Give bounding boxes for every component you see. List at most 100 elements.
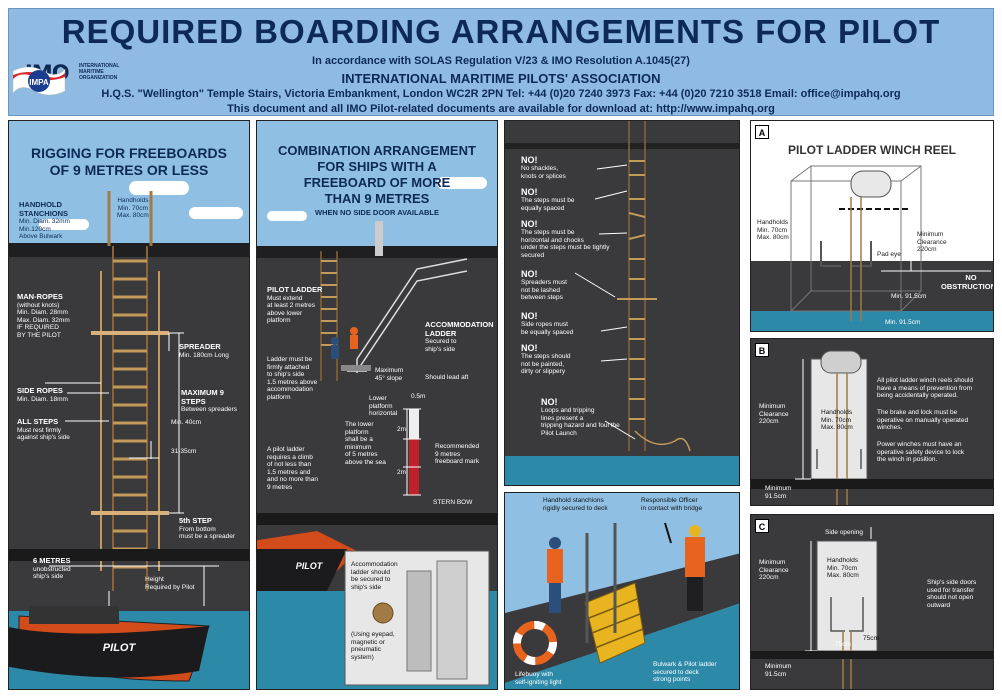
no-obstructions-label: NOOBSTRUCTIONS bbox=[941, 273, 993, 291]
d75-label-b: 75cm bbox=[835, 641, 851, 648]
panel2-title-line5: WHEN NO SIDE DOOR AVAILABLE bbox=[314, 208, 440, 217]
impa-logo-mark: IMPA bbox=[29, 78, 49, 87]
mark-0-5m: 0.5m bbox=[411, 393, 426, 400]
padeye-label: Pad eye bbox=[877, 251, 901, 258]
cloud bbox=[129, 181, 189, 195]
page-title: REQUIRED BOARDING ARRANGEMENTS FOR PILOT bbox=[61, 13, 941, 50]
cloud bbox=[437, 177, 487, 189]
winch-reel-diagram bbox=[751, 165, 993, 331]
sea-area bbox=[505, 456, 739, 485]
panel2-title-line1: COMBINATION ARRANGEMENT bbox=[278, 143, 476, 158]
header-download: This document and all IMO Pilot-related … bbox=[227, 103, 775, 115]
side-opening-label: Side opening bbox=[825, 529, 863, 536]
header-address: H.Q.S. "Wellington" Temple Stairs, Victo… bbox=[101, 88, 901, 100]
d75-label-a: 75cm bbox=[863, 635, 879, 642]
panel2-title-line2: FOR SHIPS WITH A bbox=[317, 159, 437, 174]
header-association: INTERNATIONAL MARITIME PILOTS' ASSOCIATI… bbox=[341, 71, 661, 86]
panel-b-letter: B bbox=[755, 343, 769, 357]
panel2-title-line4: THAN 9 METRES bbox=[324, 191, 430, 206]
panel-c-letter: C bbox=[755, 519, 769, 533]
side-door-diagram bbox=[751, 527, 993, 689]
header-subtitle: In accordance with SOLAS Regulation V/23… bbox=[312, 55, 690, 67]
mark-2m-lower: 2m bbox=[397, 469, 407, 476]
imo-logo-text: INTERNATIONAL MARITIME ORGANIZATION bbox=[79, 63, 120, 81]
winch-reel-b-diagram bbox=[751, 350, 993, 505]
cloud bbox=[267, 211, 307, 221]
min-91-5-label-b: Min. 91.5cm bbox=[885, 319, 921, 326]
impa-flag-logo: IMPA bbox=[12, 66, 66, 96]
panel-a-title: PILOT LADDER WINCH REEL bbox=[788, 143, 956, 157]
panel-rigging-9m: RIGGING FOR FREEBOARDS OF 9 METRES OR LE… bbox=[8, 120, 250, 690]
deck-illustration bbox=[505, 522, 739, 689]
stern-bow-label: STERN BOW bbox=[433, 499, 473, 506]
bad-ladder-diagram bbox=[574, 121, 691, 452]
cloud bbox=[189, 207, 243, 219]
panel1-title-line2: OF 9 METRES OR LESS bbox=[49, 162, 209, 178]
no-item-1: NO!No shackles,knots or splices bbox=[521, 155, 566, 180]
min-40cm-label: Min. 40cm bbox=[171, 419, 201, 426]
panel2-title-line3: FREEBOARD OF MORE bbox=[303, 175, 451, 190]
pilot-boat-name: PILOT bbox=[103, 642, 137, 654]
combination-diagram: PILOT bbox=[257, 221, 497, 686]
step-spacing-label: 31-35cm bbox=[171, 448, 197, 455]
manropes-label: MAN-ROPES(without knots) Min. Diam. 28mm… bbox=[17, 292, 70, 339]
cloud bbox=[39, 219, 89, 230]
panel1-title-line1: RIGGING FOR FREEBOARDS bbox=[30, 145, 227, 161]
panel-wrong-practices: NO!No shackles,knots or splices NO!The s… bbox=[504, 120, 740, 486]
panel-a-letter: A bbox=[755, 125, 769, 139]
bulwark-rail bbox=[9, 243, 249, 257]
min-91-5-label-a: Min. 91.5cm bbox=[891, 293, 927, 300]
pilot-boat-name: PILOT bbox=[296, 561, 324, 571]
header-banner: REQUIRED BOARDING ARRANGEMENTS FOR PILOT… bbox=[8, 8, 994, 116]
mark-2m-upper: 2m bbox=[397, 426, 407, 433]
ladder-diagram: PILOT bbox=[9, 191, 249, 682]
lead-aft-note: Should lead aft bbox=[425, 374, 469, 381]
panel-combination-arrangement: COMBINATION ARRANGEMENT FOR SHIPS WITH A… bbox=[256, 120, 498, 690]
